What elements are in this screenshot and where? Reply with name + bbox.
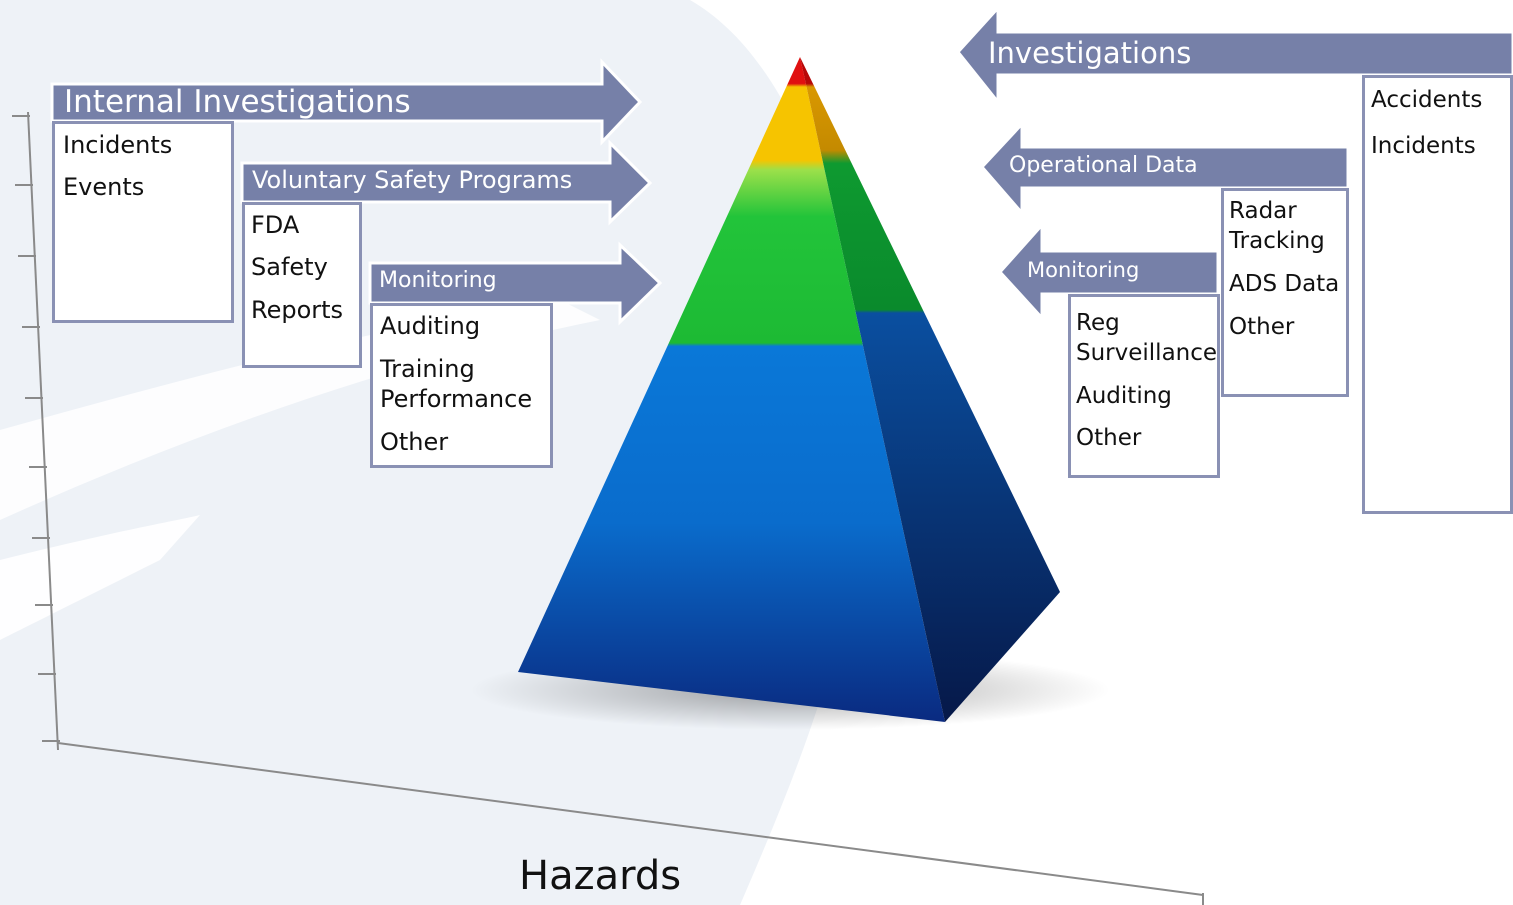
list-item: Incidents — [63, 131, 173, 159]
list-item: Reports — [251, 296, 344, 324]
monitoring-right-title: Monitoring — [1027, 258, 1140, 282]
monitoring-right-box — [1068, 294, 1220, 478]
list-item: FDA — [251, 211, 300, 239]
pyramid-side-face — [800, 57, 1060, 722]
operational-data-box — [1221, 188, 1349, 397]
background-swoosh-band — [0, 515, 200, 640]
list-item: Reg — [1076, 310, 1120, 336]
list-item: Auditing — [1076, 383, 1172, 409]
list-item: Safety — [251, 253, 328, 281]
list-item: ADS Data — [1229, 271, 1340, 297]
internal-investigations-title: Internal Investigations — [64, 84, 411, 120]
list-item: Other — [1076, 425, 1142, 451]
list-item: Events — [63, 173, 145, 201]
axes — [12, 111, 1204, 905]
list-item: Incidents — [1371, 133, 1476, 159]
monitoring-left-title: Monitoring — [379, 268, 497, 293]
voluntary-safety-programs-box — [242, 202, 362, 368]
list-item: Auditing — [380, 312, 481, 340]
list-item: Surveillance — [1076, 340, 1218, 366]
list-item: Accidents — [1371, 87, 1483, 113]
operational-data-title: Operational Data — [1009, 153, 1198, 178]
list-item: Other — [1229, 314, 1295, 340]
axis-label-hazards: Hazards — [519, 853, 682, 899]
monitoring-left-box — [370, 303, 553, 468]
investigations-title: Investigations — [988, 36, 1192, 70]
list-item: Training — [380, 355, 475, 383]
list-item: Radar — [1229, 198, 1297, 224]
pyramid-front-face — [518, 57, 945, 722]
list-item: Tracking — [1229, 228, 1325, 254]
internal-investigations-box — [52, 121, 234, 323]
list-item: Performance — [380, 385, 533, 413]
investigations-box — [1362, 75, 1513, 514]
voluntary-safety-programs-title: Voluntary Safety Programs — [252, 166, 573, 194]
list-item: Other — [380, 428, 449, 456]
risk-pyramid — [470, 57, 1110, 730]
